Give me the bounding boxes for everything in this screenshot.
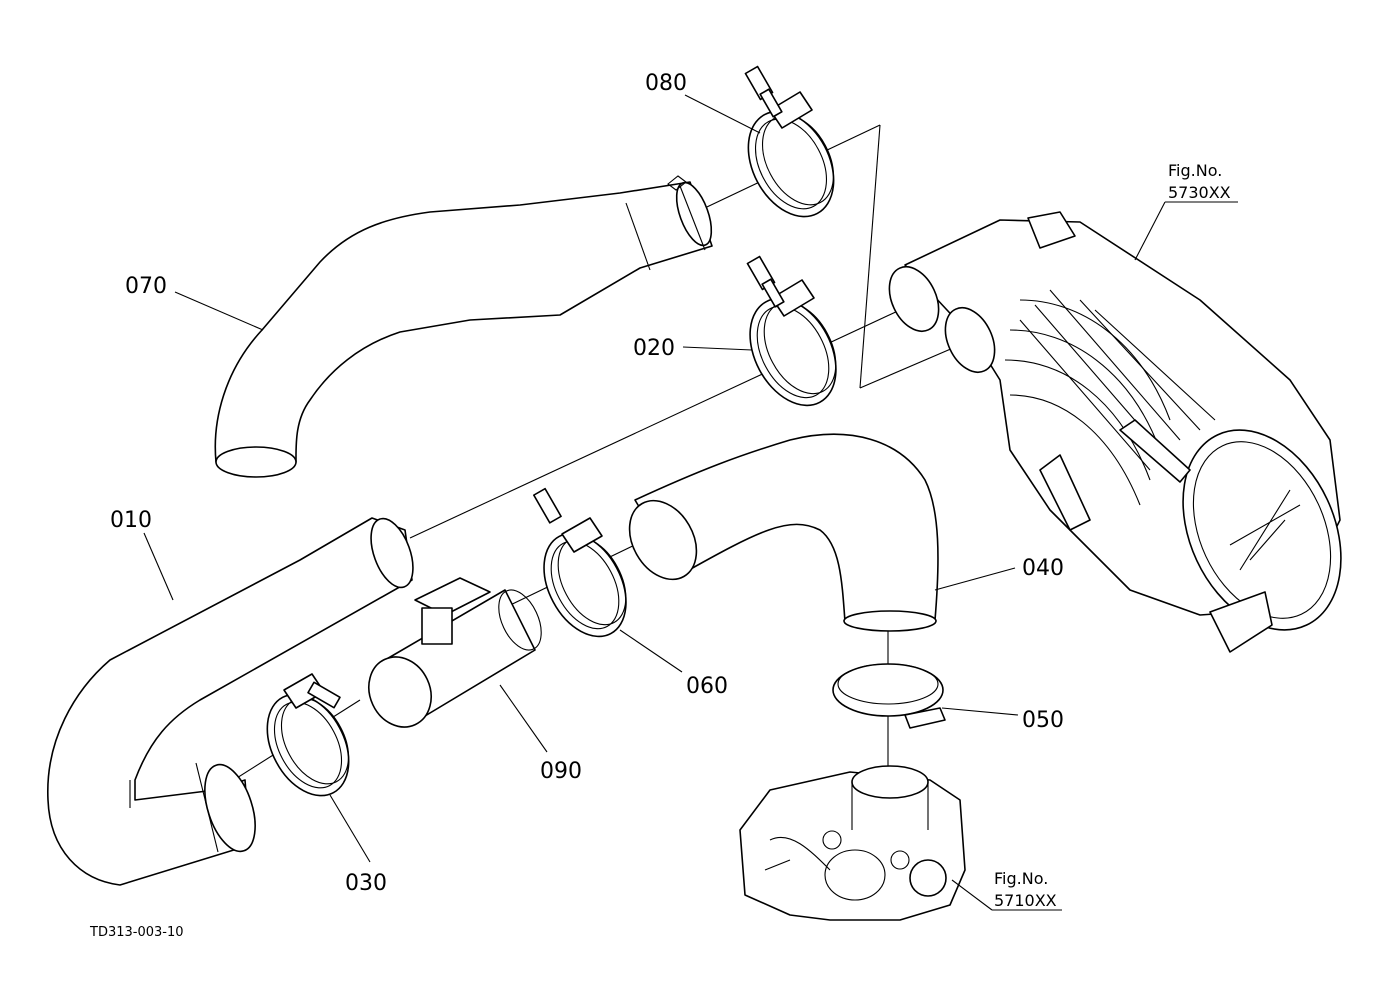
clamp-080 bbox=[744, 65, 835, 218]
drawing-code: TD313-003-10 bbox=[89, 925, 184, 940]
callout-020: 020 bbox=[633, 336, 675, 361]
fig-ref-air-cleaner-number: 5730XX bbox=[1168, 183, 1231, 202]
air-cleaner-assembly bbox=[888, 211, 1342, 653]
callout-050: 050 bbox=[1022, 708, 1064, 733]
hose-070 bbox=[214, 175, 713, 478]
clamp-060 bbox=[533, 487, 627, 638]
callout-090: 090 bbox=[540, 759, 582, 784]
hose-010 bbox=[47, 517, 414, 886]
callout-070: 070 bbox=[125, 274, 167, 299]
clamp-050 bbox=[832, 663, 946, 729]
leader-lines bbox=[143, 94, 1238, 911]
fig-ref-throttle-body-prefix: Fig.No. bbox=[994, 869, 1048, 888]
fig-ref-throttle-body-number: 5710XX bbox=[994, 891, 1057, 910]
callout-010: 010 bbox=[110, 508, 152, 533]
clamp-030 bbox=[266, 673, 350, 797]
callout-labels: 080 020 070 010 040 060 050 090 030 bbox=[110, 71, 1064, 896]
clamp-020 bbox=[746, 255, 837, 407]
fig-ref-air-cleaner-prefix: Fig.No. bbox=[1168, 161, 1222, 180]
throttle-body-assembly bbox=[739, 765, 966, 921]
tube-090 bbox=[368, 577, 542, 728]
hose-040 bbox=[628, 433, 939, 632]
figure-references: Fig.No. 5730XX Fig.No. 5710XX bbox=[994, 161, 1231, 910]
callout-060: 060 bbox=[686, 674, 728, 699]
callout-030: 030 bbox=[345, 871, 387, 896]
callout-080: 080 bbox=[645, 71, 687, 96]
callout-040: 040 bbox=[1022, 556, 1064, 581]
